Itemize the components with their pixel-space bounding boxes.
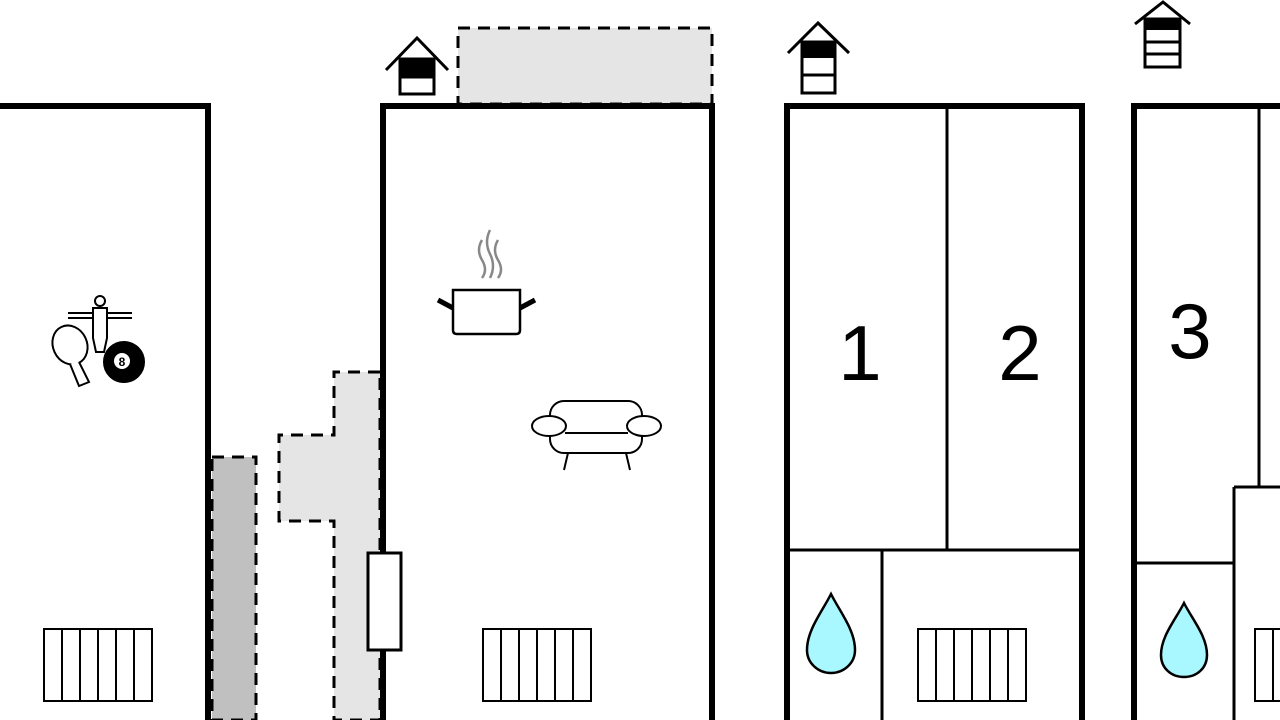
floor-level-1-of-2-icon [384,35,450,96]
bedroom-1-label: 1 [838,309,881,397]
radiator-icon [43,628,153,702]
games-icon [51,295,145,388]
cooking-pot-icon [436,229,537,336]
radiator-icon [482,628,592,702]
interior-walls [787,106,1082,720]
water-drop-icon [1159,600,1209,679]
floor-level-1-of-3-icon [786,20,851,95]
billiard-ball-number: 8 [119,355,126,369]
water-drop-icon [805,591,857,675]
bedroom-3-label: 3 [1168,287,1211,375]
floor-level-1-of-4-icon [1134,0,1191,69]
bedroom-block-3 [1131,103,1280,720]
interior-walls [1134,106,1280,720]
covered-walkway [210,455,258,720]
bedroom-block-1-2 [784,103,1085,720]
games-room [0,103,211,720]
sofa-icon [531,400,662,471]
kitchen-living-room [380,103,715,720]
terrace-top [456,26,714,106]
bedroom-2-label: 2 [998,309,1041,397]
radiator-icon [1254,628,1280,702]
radiator-icon [917,628,1027,702]
terrace-side [277,370,382,720]
door [366,551,403,652]
